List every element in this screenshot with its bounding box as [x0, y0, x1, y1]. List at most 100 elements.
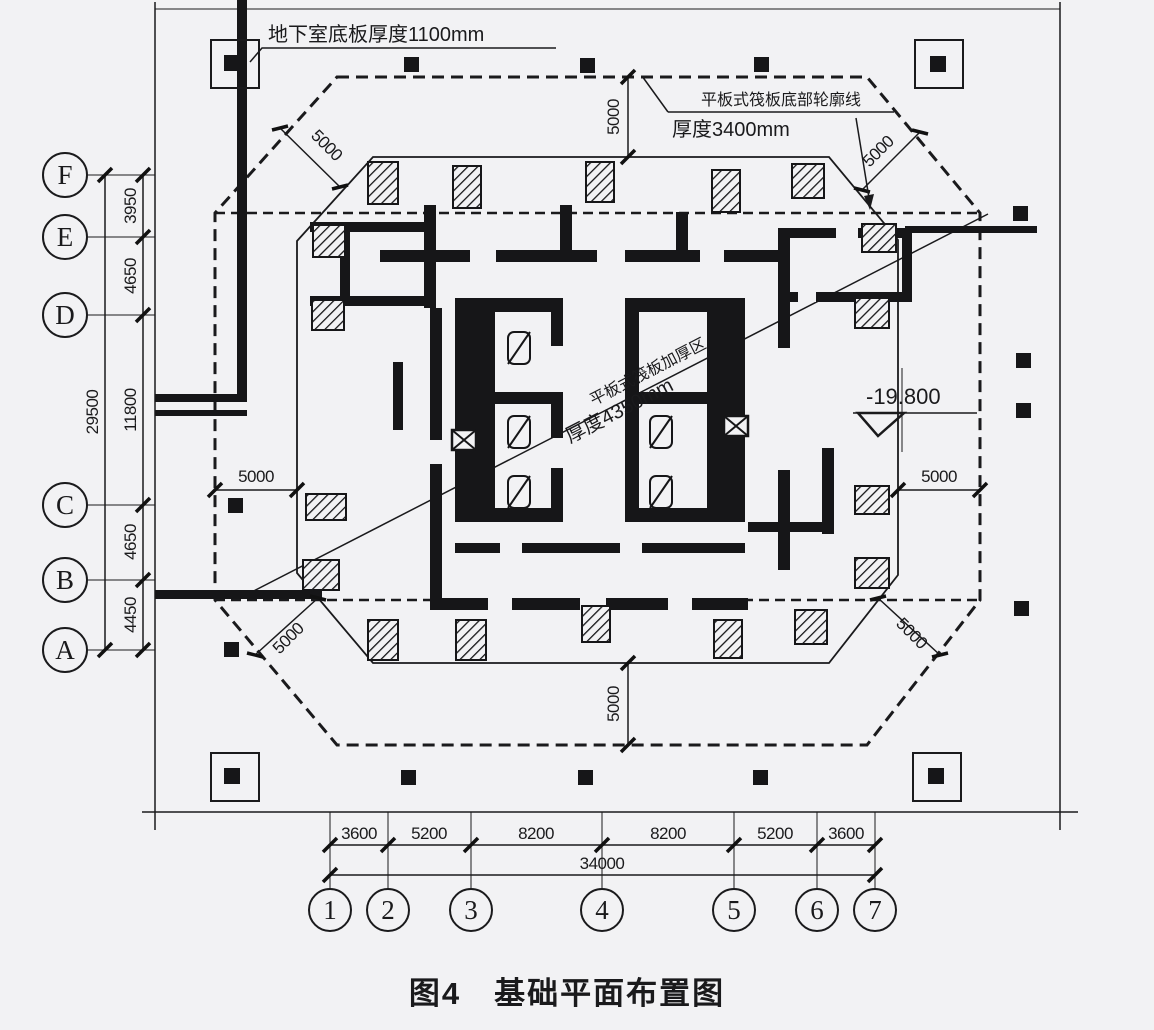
hatched-column [367, 619, 399, 661]
hatched-column [311, 299, 345, 331]
hatched-column [711, 169, 741, 213]
raft-outline-note-line1: 平板式筏板底部轮廓线 [701, 91, 861, 109]
offset-dim-top-right: 5000 [859, 132, 898, 171]
left-segment-dim: 3950 [121, 188, 140, 224]
basement-slab-note: 地下室底板厚度1100mm [268, 23, 484, 46]
col-axis-bubble [366, 888, 410, 932]
basement-slab-edge [155, 0, 1037, 599]
pile-square [224, 642, 239, 657]
offset-dim-top-center: 5000 [604, 99, 623, 135]
hatched-column [861, 223, 897, 253]
corner-pile-caps [210, 39, 964, 802]
offset-dimensions: 5000 5000 5000 5000 5000 5000 5000 [206, 68, 989, 754]
hatched-column [854, 557, 890, 589]
col-axis-label: 6 [810, 895, 824, 925]
door-symbol [507, 415, 531, 449]
offset-dim-left: 5000 [238, 467, 274, 486]
row-axis-bubble [42, 214, 88, 260]
elevation-value: -19.800 [866, 384, 941, 409]
door-symbol [649, 415, 673, 449]
pile-square [578, 770, 593, 785]
col-axis-label: 5 [727, 895, 741, 925]
pile-square [580, 58, 595, 73]
bottom-segment-dim: 8200 [650, 824, 686, 843]
pile-square [1014, 601, 1029, 616]
hatched-column [713, 619, 743, 659]
pile-square [754, 57, 769, 72]
left-total-dim: 29500 [83, 390, 102, 435]
offset-dim-right: 5000 [921, 467, 957, 486]
col-axis-bubble [853, 888, 897, 932]
hatched-column [452, 165, 482, 209]
bottom-segment-dim: 3600 [341, 824, 377, 843]
hatched-column [312, 224, 346, 258]
row-axis-bubble [42, 627, 88, 673]
elevation-marker: -19.800 [853, 368, 977, 452]
door-symbol [649, 475, 673, 509]
pile-square [1013, 206, 1028, 221]
pile-square [404, 57, 419, 72]
row-axis-bubble [42, 557, 88, 603]
row-axis-label: C [56, 490, 74, 520]
col-axis-bubble [308, 888, 352, 932]
hatched-column [854, 485, 890, 515]
hatched-column [791, 163, 825, 199]
col-axis-label: 3 [464, 895, 478, 925]
offset-dim-bottom-center: 5000 [604, 686, 623, 722]
left-segment-dim: 4650 [121, 524, 140, 560]
raft-bottom-outline-dashed [213, 75, 982, 747]
hatched-column [305, 493, 347, 521]
left-segment-dim: 4450 [121, 597, 140, 633]
row-axis-label: E [57, 222, 74, 252]
raft-inner-outline [296, 156, 899, 664]
col-axis-bubble [795, 888, 839, 932]
bottom-segment-dim: 3600 [828, 824, 864, 843]
figure-caption: 图4 基础平面布置图 [409, 976, 725, 1011]
bottom-segment-dim: 8200 [518, 824, 554, 843]
pile-square [401, 770, 416, 785]
pile-square [1016, 403, 1031, 418]
bottom-segment-dim: 5200 [411, 824, 447, 843]
offset-dim-bottom-left: 5000 [269, 619, 308, 658]
hatched-column [581, 605, 611, 643]
door-symbol [507, 475, 531, 509]
core-shear-walls [310, 205, 912, 610]
pile-square [228, 498, 243, 513]
col-axis-label: 1 [323, 895, 337, 925]
row-axis-label: B [56, 565, 74, 595]
row-axis-bubble [42, 152, 88, 198]
hatched-column [367, 161, 399, 205]
row-axis-bubble [42, 292, 88, 338]
col-axis-bubble [449, 888, 493, 932]
hatched-columns [302, 161, 897, 661]
offset-dim-top-left: 5000 [307, 126, 346, 165]
col-axis-label: 4 [595, 895, 609, 925]
hatched-column [854, 297, 890, 329]
bottom-segment-dim: 5200 [757, 824, 793, 843]
elevator-door-symbols [507, 331, 673, 509]
left-segment-dim: 11800 [121, 388, 140, 432]
col-axis-label: 2 [381, 895, 395, 925]
row-axis-label: F [57, 160, 72, 190]
grid-axes-left: 29500 F E D C B A 3950 4650 11800 4650 4450 [42, 152, 155, 673]
left-segment-dim: 4650 [121, 258, 140, 294]
hatched-column [455, 619, 487, 661]
opening-markers [450, 414, 750, 452]
pile-square [753, 770, 768, 785]
pile-square [1016, 353, 1031, 368]
door-symbol [507, 331, 531, 365]
thickened-zone-diagonal [239, 213, 989, 599]
col-axis-bubble [712, 888, 756, 932]
row-axis-bubble [42, 482, 88, 528]
hatched-column [585, 161, 615, 203]
row-axis-label: A [55, 635, 75, 665]
col-axis-label: 7 [868, 895, 882, 925]
offset-dim-bottom-right: 5000 [892, 614, 931, 653]
hatched-column [302, 559, 340, 591]
hatched-column [794, 609, 828, 645]
raft-outline-note-line2: 厚度3400mm [672, 118, 790, 141]
pile-squares [224, 57, 1031, 785]
row-axis-label: D [55, 300, 75, 330]
